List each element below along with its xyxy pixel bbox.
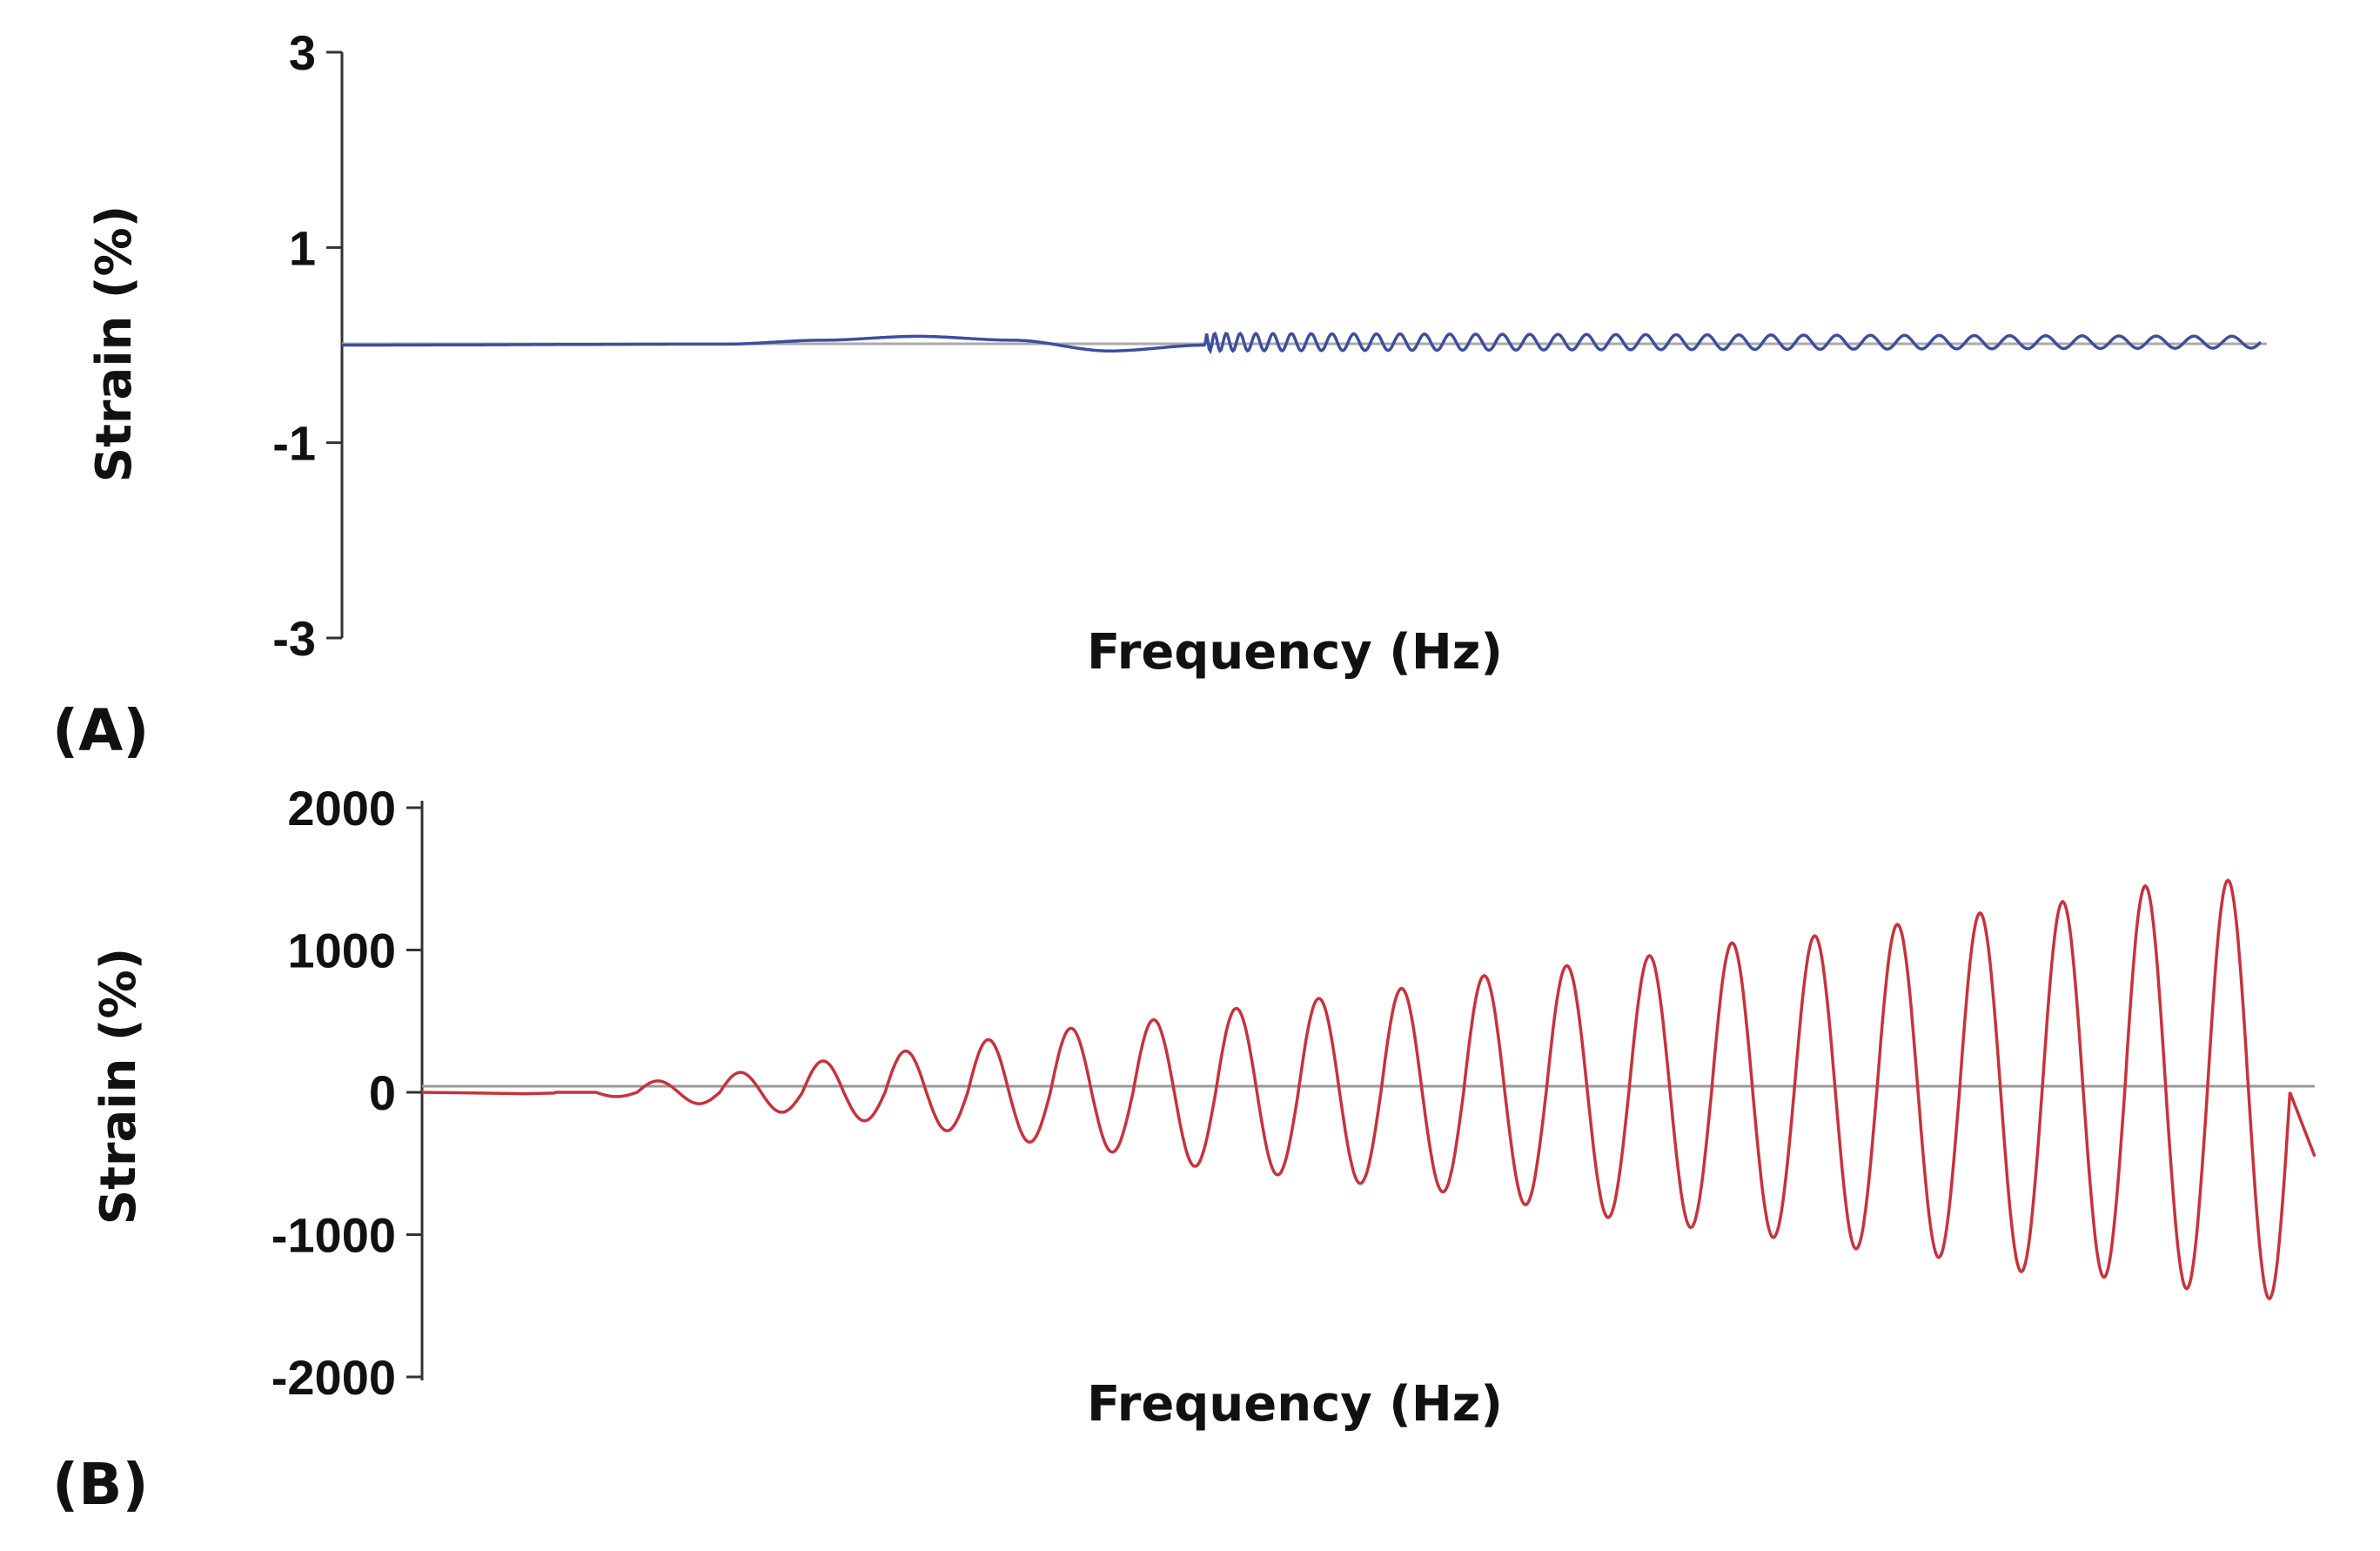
panel-b-ytick-label: 0 (369, 1065, 396, 1120)
panel-b-label: (B) (52, 1451, 149, 1518)
panel-a-ylabel: Strain (%) (86, 205, 143, 482)
panel-a-y-ticks: 3 1 -1 -3 (272, 25, 342, 666)
panel-b-ytick-label: -1000 (272, 1208, 396, 1263)
panel-a-xlabel: Frequency (Hz) (1087, 624, 1503, 681)
panel-a-ytick-label: -1 (272, 416, 316, 471)
panel-b-ytick-label: 2000 (287, 781, 396, 836)
panel-b-ytick-label: 1000 (287, 923, 396, 978)
panel-a-ytick-label: 3 (289, 25, 316, 80)
panel-b-xlabel: Frequency (Hz) (1087, 1376, 1503, 1433)
panel-b-ylabel: Strain (%) (91, 948, 147, 1225)
panel-a-label: (A) (52, 697, 149, 764)
panel-b-ytick-label: -2000 (272, 1350, 396, 1405)
panel-a-ytick-label: -3 (272, 611, 316, 666)
panel-b-y-ticks: 2000 1000 0 -1000 -2000 (272, 781, 422, 1405)
panel-b-series-line (421, 878, 2316, 1301)
panel-b-chart: 2000 1000 0 -1000 -2000 Strain (%) Frequency… (52, 781, 2316, 1518)
panel-a-ytick-label: 1 (289, 220, 316, 275)
panel-a-chart: 3 1 -1 -3 Strain (%) Frequency (Hz) (A) (52, 25, 2267, 764)
panel-a-series-line (342, 331, 2263, 355)
